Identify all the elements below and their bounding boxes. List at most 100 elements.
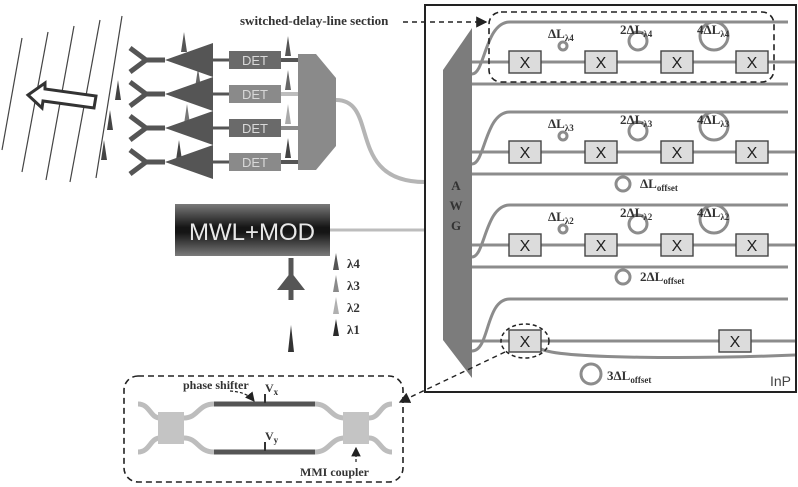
switch-box: [735, 140, 769, 164]
det-label: DET: [242, 121, 268, 136]
awg-label: A W G: [450, 178, 463, 233]
offset-loop: [614, 268, 632, 286]
antenna-element-row: DET: [128, 36, 298, 77]
mmi-coupler-left: [158, 412, 184, 444]
switch-symbol: X: [672, 145, 683, 162]
det-box: [229, 153, 281, 171]
switch-box: [584, 140, 618, 164]
phase-shifter-label: phase shifter: [183, 378, 249, 392]
switch-symbol: X: [672, 55, 683, 72]
mwl-mod-block: MWL+MOD: [175, 204, 330, 256]
delay-loop: [557, 40, 569, 52]
det-label: DET: [242, 87, 268, 102]
delay-row: X X 3ΔLoffset: [471, 297, 796, 386]
switch-detail-circle: [500, 323, 550, 359]
det-box: [229, 85, 281, 103]
det-box: [229, 51, 281, 69]
delay-label: ΔLλ4: [548, 26, 574, 43]
switch-box: [584, 233, 618, 257]
legend-label: λ1: [347, 322, 360, 337]
svg-text:G: G: [451, 218, 461, 233]
switch-box: [508, 140, 542, 164]
switch-box: [660, 140, 694, 164]
delay-label: 2ΔLλ3: [620, 112, 653, 129]
offset-loop: [614, 175, 632, 193]
switch-symbol: X: [730, 334, 741, 351]
amplifier-triangle: [165, 111, 213, 145]
wavelength-pulse: [285, 104, 291, 124]
vy-label: Vy: [265, 429, 279, 445]
wavelength-pulse: [285, 36, 291, 56]
det-label: DET: [242, 155, 268, 170]
switch-box: [584, 50, 618, 74]
amplifier-triangle: [165, 145, 213, 179]
vx-label: Vx: [265, 381, 279, 397]
phase-shifter-pointer: [229, 390, 255, 402]
delay-loop: [627, 30, 649, 52]
delay-loop: [557, 130, 569, 142]
inp-label: InP: [770, 373, 791, 389]
switch-symbol: X: [520, 238, 531, 255]
switch-symbol: X: [520, 55, 531, 72]
legend-label: λ2: [347, 300, 360, 315]
mwl-mod-label: MWL+MOD: [189, 219, 315, 246]
switch-box: [735, 50, 769, 74]
mmi-coupler-label: MMI coupler: [300, 465, 370, 479]
antenna-element-row: DET: [128, 70, 298, 111]
offset-label: ΔLoffset: [640, 176, 678, 193]
legend-swatch: [333, 319, 339, 336]
combiner-trapezoid: [298, 54, 336, 170]
delay-loop: [627, 120, 649, 142]
offset-label: 2ΔLoffset: [640, 269, 684, 286]
offset-label: 3ΔLoffset: [607, 368, 651, 385]
delay-loop: [698, 20, 730, 52]
switch-symbol: X: [596, 145, 607, 162]
switch-symbol: X: [747, 145, 758, 162]
delay-label: 4ΔLλ4: [697, 22, 730, 39]
delay-label: 4ΔLλ3: [697, 112, 730, 129]
switch-symbol: X: [596, 55, 607, 72]
svg-text:W: W: [450, 198, 463, 213]
input-arrow: [277, 258, 305, 352]
wavelength-pulse: [285, 70, 291, 90]
antenna-element: [128, 148, 165, 176]
delay-loop: [627, 213, 649, 235]
switch-symbol: X: [520, 334, 531, 351]
switch-symbol: X: [747, 238, 758, 255]
switch-box: [508, 329, 542, 353]
antenna-element: [128, 46, 165, 74]
legend-swatch: [333, 275, 339, 292]
wavelength-pulse: [285, 138, 291, 158]
delay-label: ΔLλ2: [548, 209, 574, 226]
legend-label: λ3: [347, 278, 360, 293]
switch-symbol: X: [747, 55, 758, 72]
switch-box: [508, 233, 542, 257]
delay-label: ΔLλ3: [548, 116, 574, 133]
wavelength-legend: λ4 λ3 λ2 λ1: [333, 253, 360, 337]
delay-label: 2ΔLλ2: [620, 205, 653, 222]
switch-detail-pointer: [398, 351, 506, 403]
awg-block: [443, 28, 472, 378]
delay-loop: [557, 223, 569, 235]
delay-loop: [698, 203, 730, 235]
switch-box: [508, 50, 542, 74]
antenna-array: DET DET DET DET: [128, 36, 298, 179]
delay-label: 2ΔLλ4: [620, 22, 653, 39]
switch-box: [718, 329, 752, 353]
det-box: [229, 119, 281, 137]
beam-direction-arrow: [25, 80, 98, 112]
mmi-coupler-right: [343, 412, 369, 444]
switched-delay-highlight: [488, 11, 775, 83]
legend-label: λ4: [347, 256, 360, 271]
antenna-element: [128, 114, 165, 142]
switch-box: [735, 233, 769, 257]
offset-loop: [579, 362, 603, 386]
amplifier-triangle: [165, 77, 213, 111]
switch-symbol: X: [672, 238, 683, 255]
switch-symbol: X: [596, 238, 607, 255]
mzi-detail: [137, 394, 393, 455]
svg-text:A: A: [451, 178, 461, 193]
